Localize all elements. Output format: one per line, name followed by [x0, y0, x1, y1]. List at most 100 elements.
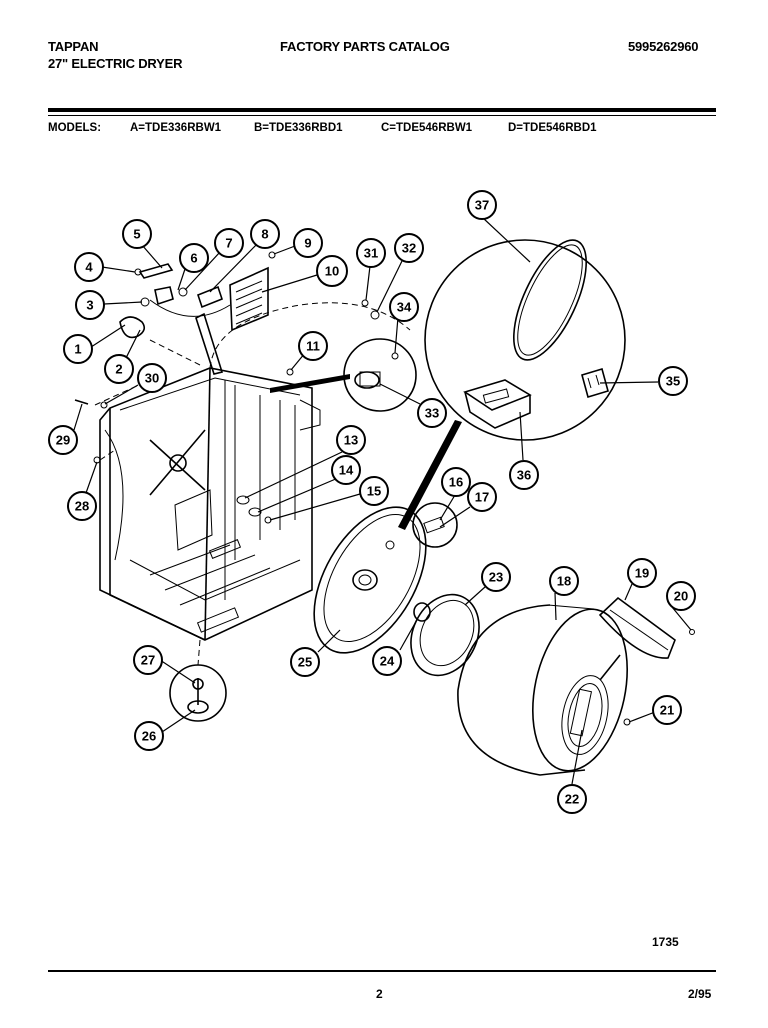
svg-text:3: 3	[86, 298, 93, 313]
callout-23: 23	[481, 562, 511, 592]
callout-8: 8	[250, 219, 280, 249]
svg-text:33: 33	[425, 406, 439, 421]
footer-rule	[48, 970, 716, 972]
control-parts-drawing	[119, 251, 276, 375]
catalog-title: FACTORY PARTS CATALOG	[280, 39, 450, 54]
callout-27: 27	[133, 645, 163, 675]
svg-text:11: 11	[306, 339, 320, 354]
svg-text:14: 14	[339, 463, 354, 478]
svg-text:8: 8	[261, 227, 268, 242]
callout-13: 13	[336, 425, 366, 455]
svg-text:20: 20	[674, 589, 688, 604]
model-c: C=TDE546RBW1	[381, 122, 473, 134]
catalog-date: 2/95	[688, 987, 712, 1001]
leader-dash-3	[99, 449, 116, 461]
svg-text:25: 25	[298, 655, 312, 670]
sensor-detail-drawing	[412, 502, 458, 548]
callout-33: 33	[417, 398, 447, 428]
leader-dash-1	[149, 339, 201, 366]
svg-text:29: 29	[56, 433, 70, 448]
callout-24: 24	[372, 646, 402, 676]
seal-ring-drawing	[410, 593, 480, 677]
baffle-drawing	[598, 596, 695, 681]
callout-36: 36	[509, 460, 539, 490]
callout-10: 10	[316, 255, 348, 287]
callout-30: 30	[137, 363, 167, 393]
screw-31-drawing	[361, 299, 369, 307]
leader-lines	[73, 217, 692, 785]
callout-11: 11	[298, 331, 328, 361]
callout-9: 9	[293, 228, 323, 258]
callout-14: 14	[331, 455, 361, 485]
svg-text:4: 4	[85, 260, 93, 275]
callout-21: 21	[652, 695, 682, 725]
bulkhead-drawing	[313, 506, 427, 654]
svg-text:9: 9	[304, 236, 311, 251]
brand-name: TAPPAN	[48, 39, 99, 54]
callout-2: 2	[104, 354, 134, 384]
svg-text:18: 18	[557, 574, 571, 589]
svg-text:35: 35	[666, 374, 680, 389]
svg-text:36: 36	[517, 468, 531, 483]
callout-6: 6	[179, 243, 209, 273]
models-label: MODELS:	[48, 122, 102, 134]
callout-22: 22	[557, 784, 587, 814]
callout-17: 17	[467, 482, 497, 512]
callout-34: 34	[389, 292, 419, 322]
svg-text:26: 26	[142, 729, 156, 744]
callout-28: 28	[67, 491, 97, 521]
svg-text:27: 27	[141, 653, 155, 668]
callout-37: 37	[467, 190, 497, 220]
callout-32: 32	[394, 233, 424, 263]
callout-20: 20	[666, 581, 696, 611]
svg-text:21: 21	[660, 703, 674, 718]
svg-text:17: 17	[475, 490, 489, 505]
header-rule-thick	[48, 108, 716, 112]
cabinet-drawing	[99, 367, 321, 641]
svg-text:10: 10	[325, 264, 339, 279]
screw-29-drawing	[74, 399, 89, 405]
top-panel-outline	[209, 302, 411, 369]
header-rule-thin	[48, 115, 716, 116]
callout-29: 29	[48, 425, 78, 455]
svg-text:28: 28	[75, 499, 89, 514]
svg-text:7: 7	[225, 236, 232, 251]
callout-3: 3	[75, 290, 105, 320]
figure-number: 1735	[652, 935, 679, 949]
svg-text:22: 22	[565, 792, 579, 807]
svg-text:16: 16	[449, 475, 463, 490]
part-14-drawing	[248, 507, 262, 517]
callout-26: 26	[134, 721, 164, 751]
product-name: 27" ELECTRIC DRYER	[48, 56, 183, 71]
model-d: D=TDE546RBD1	[508, 122, 597, 134]
callout-5: 5	[122, 219, 152, 249]
drum-drawing	[457, 604, 629, 776]
belt-detail-drawing	[398, 239, 626, 530]
callout-31: 31	[356, 238, 386, 268]
callout-35: 35	[658, 366, 688, 396]
callout-15: 15	[359, 476, 389, 506]
svg-text:34: 34	[397, 300, 412, 315]
svg-text:32: 32	[402, 241, 416, 256]
callout-18: 18	[549, 566, 579, 596]
svg-text:24: 24	[380, 654, 395, 669]
svg-text:5: 5	[133, 227, 140, 242]
callout-1: 1	[63, 334, 93, 364]
svg-text:23: 23	[489, 570, 503, 585]
screw-30-drawing	[100, 401, 108, 409]
catalog-number: 5995262960	[628, 39, 699, 54]
svg-text:37: 37	[475, 198, 489, 213]
svg-text:19: 19	[635, 566, 649, 581]
washer-32-drawing	[370, 310, 380, 320]
svg-text:31: 31	[364, 246, 378, 261]
callout-7: 7	[214, 228, 244, 258]
svg-text:1: 1	[74, 342, 81, 357]
model-a: A=TDE336RBW1	[130, 122, 222, 134]
svg-text:6: 6	[190, 251, 197, 266]
svg-text:15: 15	[367, 484, 381, 499]
part-13-drawing	[236, 495, 250, 505]
svg-text:2: 2	[115, 362, 122, 377]
svg-text:13: 13	[344, 433, 358, 448]
callout-4: 4	[74, 252, 104, 282]
